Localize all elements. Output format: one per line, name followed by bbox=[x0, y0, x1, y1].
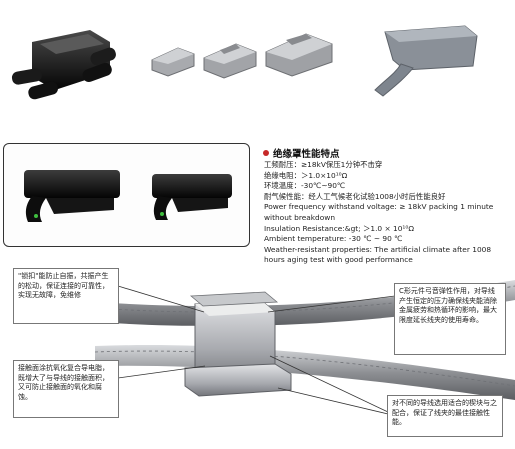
black-cover-right-image bbox=[152, 174, 232, 220]
spec-resistance-en: Insulation Resistance:&gt; ＞1.0 × 10¹⁰Ω bbox=[264, 223, 415, 233]
callout-lock-feature: "锁扣"能防止自振，共振产生的松动，保证连接的可靠性，实现无故障，免维修 bbox=[13, 268, 119, 324]
metal-clamp-medium-image bbox=[203, 43, 257, 79]
spec-list: 工频耐压：≥18kV保压1分钟不击穿 绝缘电阻：＞1.0×10¹⁰Ω 环境温度：… bbox=[264, 160, 514, 266]
black-cover-left-image bbox=[24, 170, 120, 222]
spec-resistance-cn: 绝缘电阻：＞1.0×10¹⁰Ω bbox=[264, 170, 348, 180]
spec-temperature-en: Ambient temperature: -30 ℃ ~ 90 ℃ bbox=[264, 234, 403, 244]
callout-lock-text: "锁扣"能防止自振，共振产生的松动，保证连接的可靠性，实现无故障，免维修 bbox=[18, 272, 109, 300]
bullet-icon bbox=[263, 150, 269, 156]
spec-weather-cn: 耐气候性能：经人工气候老化试验1008小时后性能良好 bbox=[264, 191, 446, 201]
spec-weather-en: Weather-resistant properties: The artifi… bbox=[264, 244, 492, 265]
callout-c-element-text: C形元件弓音弹性作用，对导线产生恒定的压力确保线夹能消除金属疲劳和热循环的影响，… bbox=[399, 287, 497, 324]
metal-clamp-small-image bbox=[151, 47, 195, 77]
callout-c-element: C形元件弓音弹性作用，对导线产生恒定的压力确保线夹能消除金属疲劳和热循环的影响，… bbox=[394, 283, 506, 355]
callout-contact-grease: 接触面涂抗氧化复合导电脂，既增大了与导线的接触面积，又可防止接触面的氧化和腐蚀。 bbox=[13, 360, 119, 418]
callout-contact-grease-text: 接触面涂抗氧化复合导电脂，既增大了与导线的接触面积，又可防止接触面的氧化和腐蚀。 bbox=[18, 364, 109, 401]
metal-clamp-large-image bbox=[265, 33, 333, 77]
spec-voltage-cn: 工频耐压：≥18kV保压1分钟不击穿 bbox=[264, 160, 383, 169]
grey-insulation-cover-image bbox=[374, 25, 478, 97]
black-insulation-cover-image bbox=[11, 30, 116, 100]
spec-voltage-en: Power frequency withstand voltage: ≥ 18k… bbox=[264, 202, 494, 222]
callout-wedge-match: 对不同的导线选用适合的楔块与之配合，保证了线夹的最佳接触性能。 bbox=[387, 395, 503, 437]
callout-wedge-match-text: 对不同的导线选用适合的楔块与之配合，保证了线夹的最佳接触性能。 bbox=[392, 399, 497, 427]
features-heading: 绝缘罩性能特点 bbox=[263, 146, 340, 160]
spec-temperature-cn: 环境温度：-30℃~90℃ bbox=[264, 181, 346, 191]
features-heading-text: 绝缘罩性能特点 bbox=[273, 149, 340, 160]
